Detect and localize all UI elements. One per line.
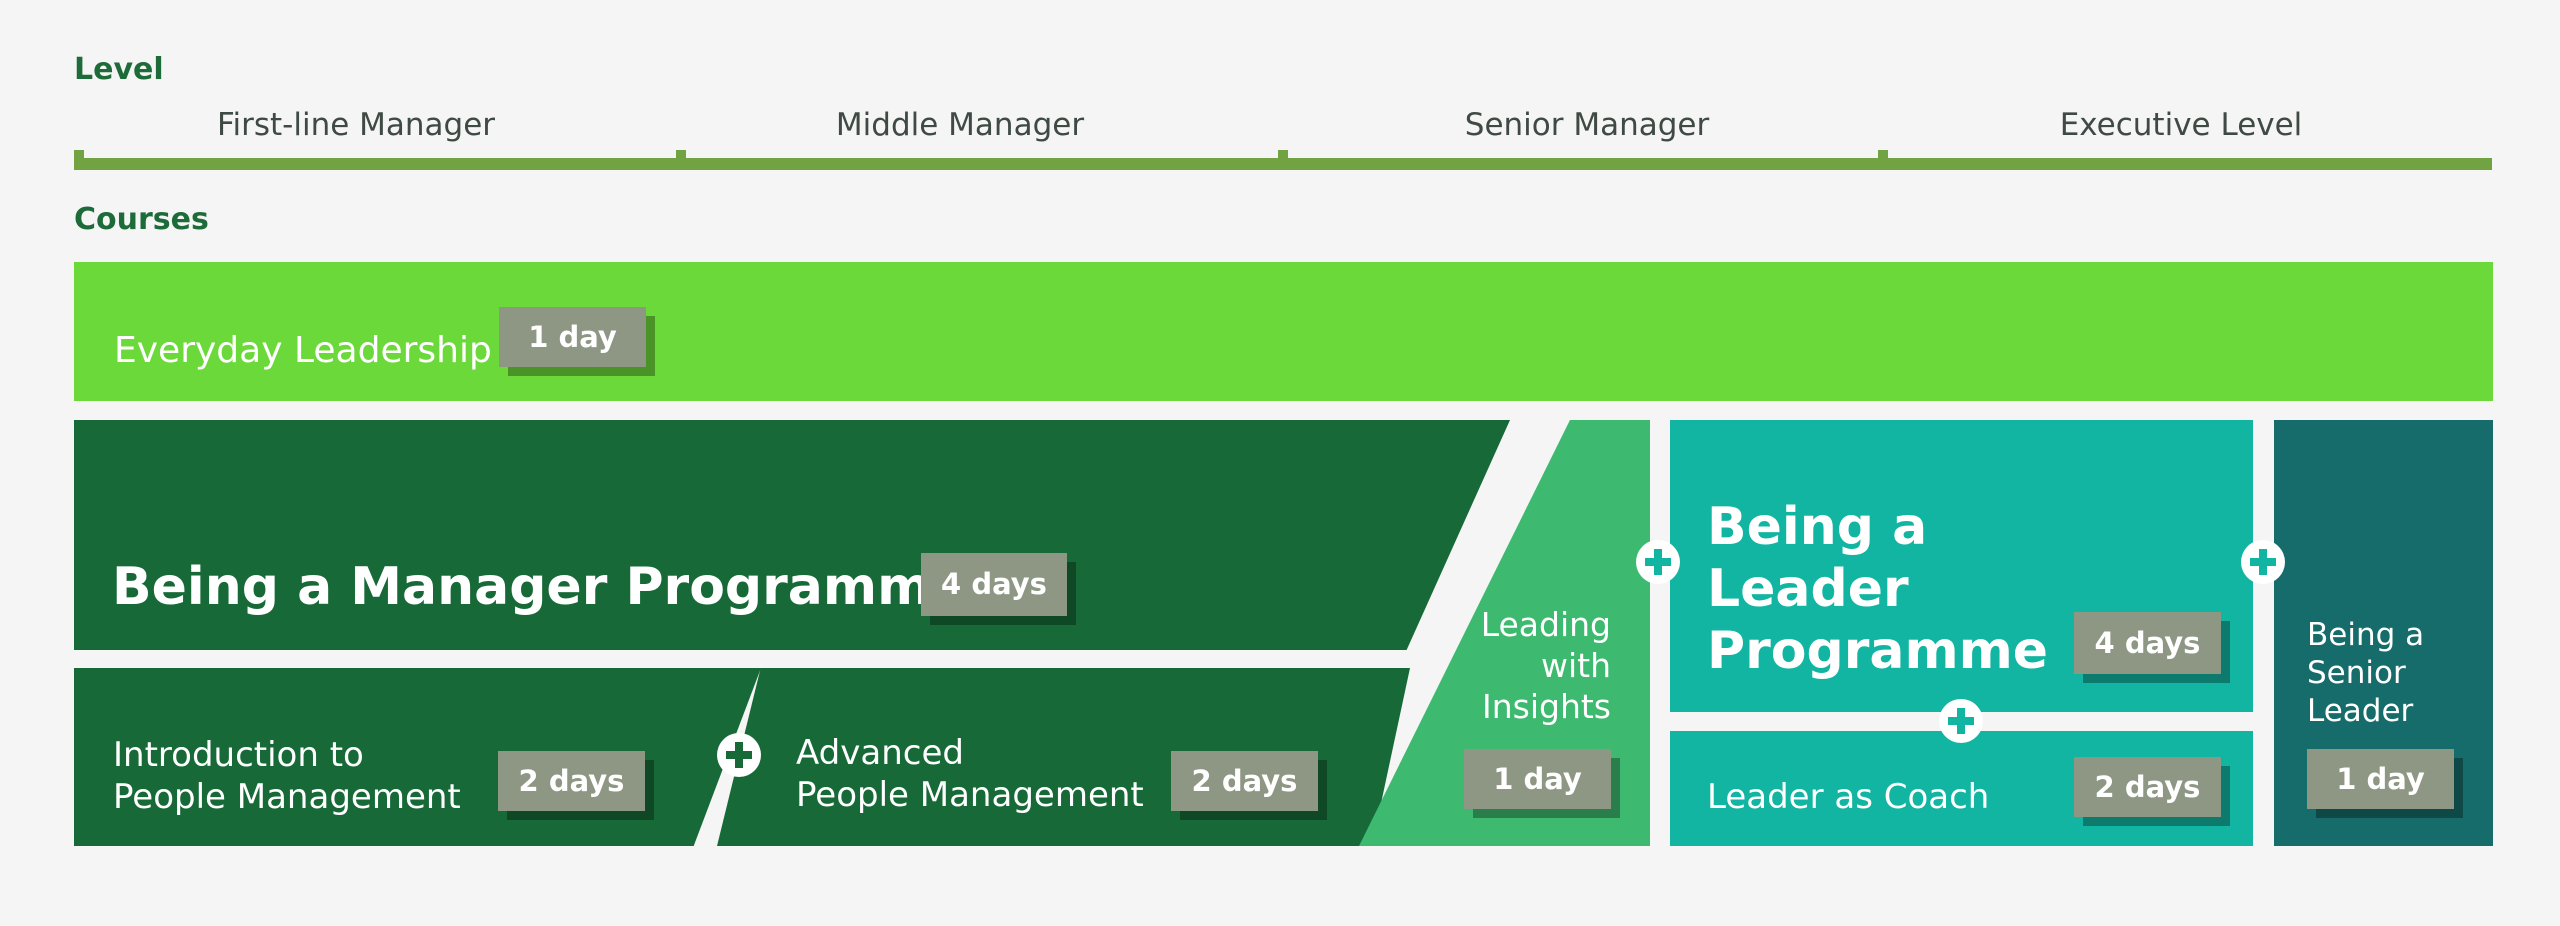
being-a-senior-leader-line2: Senior xyxy=(2307,655,2406,691)
everyday-leadership-duration-badge: 1 day xyxy=(499,307,646,367)
being-a-manager-duration-badge: 4 days xyxy=(921,553,1067,616)
being-a-leader-duration-badge: 4 days xyxy=(2074,612,2221,674)
level-tick xyxy=(676,150,686,160)
leading-with-insights-line1: Leading xyxy=(1480,605,1611,644)
being-a-senior-leader-line1: Being a xyxy=(2307,617,2425,653)
leading-with-insights-duration-badge: 1 day xyxy=(1464,749,1611,809)
level-timeline-rail xyxy=(74,158,2492,170)
plus-circle-icon xyxy=(717,733,761,777)
leading-with-insights-line3: Insights xyxy=(1481,687,1611,726)
level-heading: Level xyxy=(74,52,164,87)
advanced-people-management-duration-badge: 2 days xyxy=(1171,751,1318,811)
leading-with-insights-title: Leading with Insights xyxy=(1410,604,1611,727)
everyday-leadership-title: Everyday Leadership xyxy=(114,330,492,371)
plus-circle-icon xyxy=(1636,540,1680,584)
plus-circle-icon xyxy=(2241,540,2285,584)
being-a-leader-line2: Leader xyxy=(1707,559,1909,619)
being-a-leader-title: Being a Leader Programme xyxy=(1707,496,2048,682)
level-first-line-manager: First-line Manager xyxy=(216,107,496,143)
level-executive: Executive Level xyxy=(2059,107,2303,143)
intro-people-management-block[interactable] xyxy=(74,668,761,846)
leader-as-coach-title: Leader as Coach xyxy=(1707,777,1990,817)
being-a-leader-line3: Programme xyxy=(1707,621,2049,681)
being-a-senior-leader-title: Being a Senior Leader xyxy=(2307,616,2424,730)
being-a-senior-leader-duration-badge: 1 day xyxy=(2307,749,2454,809)
everyday-leadership-block[interactable] xyxy=(74,262,2493,401)
intro-people-management-title: Introduction to People Management xyxy=(113,734,461,818)
level-middle-manager: Middle Manager xyxy=(835,107,1085,143)
plus-circle-icon xyxy=(1939,699,1983,743)
being-a-leader-line1: Being a xyxy=(1707,497,1928,557)
leader-as-coach-duration-badge: 2 days xyxy=(2074,757,2221,817)
level-senior-manager: Senior Manager xyxy=(1464,107,1710,143)
advanced-people-management-title: Advanced People Management xyxy=(796,732,1144,816)
courses-heading: Courses xyxy=(74,202,209,237)
intro-people-management-line1: Introduction to xyxy=(113,735,364,775)
leading-with-insights-line2: with xyxy=(1540,646,1611,685)
intro-people-management-duration-badge: 2 days xyxy=(498,751,645,811)
level-tick xyxy=(1278,150,1288,160)
advanced-people-management-line2: People Management xyxy=(796,775,1144,815)
being-a-manager-title: Being a Manager Programme xyxy=(112,557,967,617)
being-a-senior-leader-line3: Leader xyxy=(2307,693,2414,729)
level-tick xyxy=(1878,150,1888,160)
level-tick xyxy=(74,150,84,160)
being-a-manager-block[interactable] xyxy=(74,420,1510,650)
intro-people-management-line2: People Management xyxy=(113,777,461,817)
advanced-people-management-line1: Advanced xyxy=(796,733,964,773)
